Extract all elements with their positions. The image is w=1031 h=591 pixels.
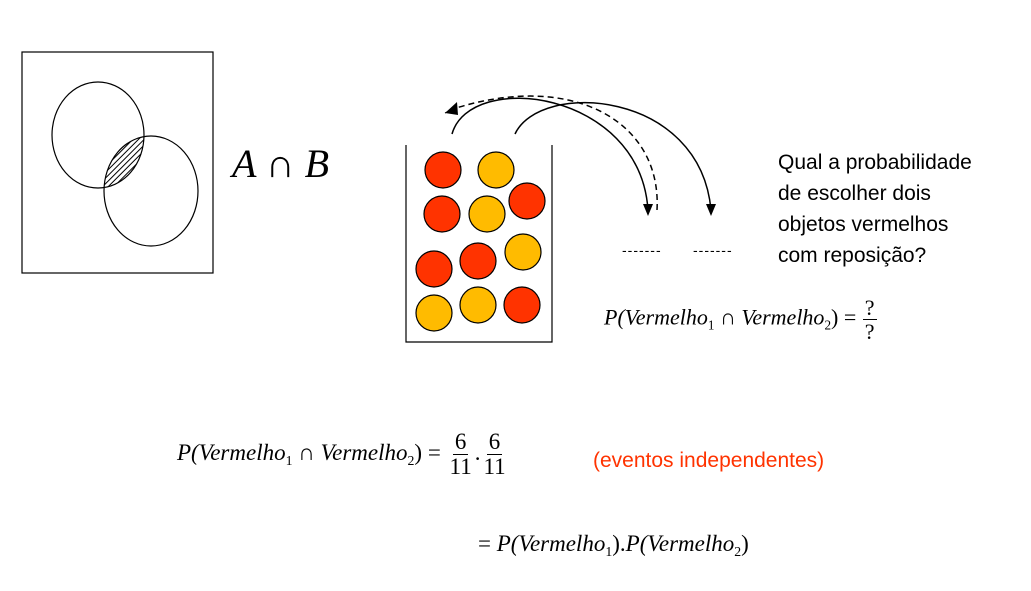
- subscript: 2: [407, 452, 415, 468]
- formula-question: P(Vermelho1 ∩ Vermelho2) = ??: [604, 296, 878, 343]
- dashed-return-arrow-head: [445, 102, 458, 115]
- multiply-dot: .: [474, 439, 481, 465]
- event-name: Vermelho: [647, 531, 735, 556]
- venn-diagram: [21, 51, 214, 274]
- draw-slot-2: -------: [693, 242, 733, 258]
- formula-text: ) =: [831, 304, 862, 330]
- yellow-ball: [415, 294, 453, 332]
- formula-text: =: [478, 531, 497, 556]
- fraction-denominator: 11: [449, 454, 472, 480]
- formula-text: ) =: [414, 439, 447, 465]
- intersection-symbol: ∩: [714, 304, 742, 330]
- event-name: Vermelho: [624, 304, 708, 330]
- formula-text: ).: [612, 531, 626, 556]
- venn-intersection-region: [104, 136, 144, 188]
- event-name: Vermelho: [518, 531, 606, 556]
- red-ball: [503, 286, 541, 324]
- red-ball: [424, 151, 462, 189]
- urn-container: [405, 145, 553, 343]
- question-line: de escolher dois: [778, 182, 931, 205]
- yellow-ball: [468, 195, 506, 233]
- fraction-denominator: ?: [864, 319, 875, 345]
- fraction-denominator: 11: [483, 454, 506, 480]
- formula-text: P(: [496, 531, 519, 556]
- formula-product: = P(Vermelho1).P(Vermelho2): [478, 531, 749, 560]
- solid-arrow-first-draw-curve: [451, 97, 649, 211]
- subscript: 1: [285, 452, 293, 468]
- subscript: 2: [824, 317, 832, 333]
- fraction: ??: [862, 295, 877, 345]
- intersection-symbol: ∩: [292, 439, 321, 465]
- draw-arrows: [444, 95, 716, 216]
- solid-arrow-second-draw-head: [706, 204, 716, 216]
- draw-slot-1: -------: [622, 242, 662, 258]
- formula-text: ): [741, 531, 749, 556]
- fraction-numerator: 6: [452, 429, 469, 456]
- fraction-numerator: 6: [486, 429, 503, 456]
- independence-note: (eventos independentes): [593, 449, 825, 472]
- dashed-return-arrow-curve: [449, 95, 658, 211]
- yellow-ball: [477, 151, 515, 189]
- fraction-numerator: ?: [862, 295, 877, 321]
- venn-circle-b: [103, 135, 199, 247]
- intersection-label: A ∩ B: [232, 141, 330, 186]
- formula-text: P(: [604, 304, 625, 330]
- event-name: Vermelho: [741, 304, 825, 330]
- solid-arrow-second-draw-curve: [514, 101, 712, 211]
- formula-text: P(: [177, 439, 199, 465]
- subscript: 1: [707, 317, 715, 333]
- dashed-arrow-tail: [444, 111, 448, 114]
- question-text: Qual a probabilidade de escolher dois ob…: [778, 147, 972, 271]
- red-ball: [423, 195, 461, 233]
- event-name: Vermelho: [198, 439, 286, 465]
- subscript: 2: [734, 543, 742, 559]
- red-ball: [508, 182, 546, 220]
- red-ball: [459, 242, 497, 280]
- question-line: Qual a probabilidade: [778, 151, 972, 174]
- subscript: 1: [605, 543, 613, 559]
- urn: [405, 145, 553, 343]
- event-name: Vermelho: [320, 439, 408, 465]
- urn-balls: [415, 151, 546, 332]
- yellow-ball: [504, 233, 542, 271]
- solid-arrow-first-draw-head: [643, 204, 653, 216]
- formula-text: P(: [625, 531, 648, 556]
- red-ball: [415, 250, 453, 288]
- question-line: objetos vermelhos: [778, 213, 949, 236]
- question-line: com reposição?: [778, 244, 927, 267]
- venn-universe-box: [21, 51, 214, 274]
- yellow-ball: [459, 286, 497, 324]
- venn-circle-a: [51, 81, 145, 189]
